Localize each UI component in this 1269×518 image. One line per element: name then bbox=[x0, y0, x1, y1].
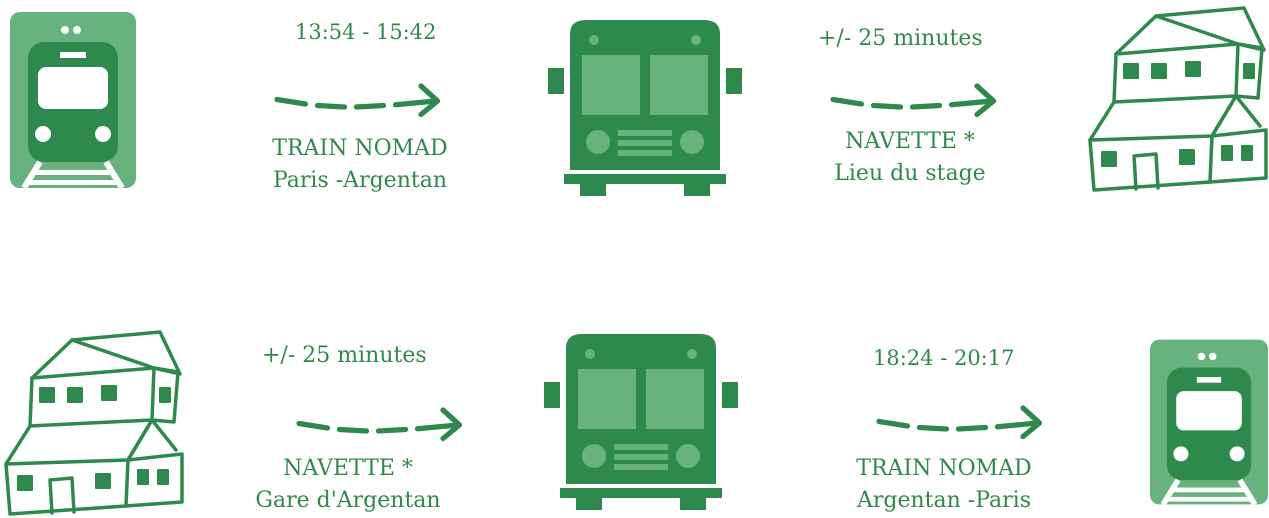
return-shuttle-duration: +/- 25 minutes bbox=[262, 343, 427, 368]
return-shuttle-label: NAVETTE * Gare d'Argentan bbox=[218, 453, 478, 517]
outbound-shuttle-duration: +/- 25 minutes bbox=[818, 26, 983, 51]
train-icon bbox=[10, 12, 136, 188]
return-shuttle-title: NAVETTE * bbox=[283, 456, 413, 481]
outbound-train-time: 13:54 - 15:42 bbox=[295, 20, 437, 44]
outbound-train-route: Paris -Argentan bbox=[272, 168, 447, 193]
outbound-shuttle-destination: Lieu du stage bbox=[834, 161, 986, 186]
dashed-arrow-icon bbox=[270, 410, 490, 440]
outbound-train-label: TRAIN NOMAD Paris -Argentan bbox=[230, 133, 490, 197]
outbound-shuttle-title: NAVETTE * bbox=[845, 129, 975, 154]
dashed-arrow-icon bbox=[804, 86, 1024, 116]
bus-icon bbox=[548, 20, 742, 196]
house-icon bbox=[1086, 6, 1269, 194]
bus-icon bbox=[544, 334, 738, 510]
outbound-train-title: TRAIN NOMAD bbox=[272, 136, 448, 161]
house-icon bbox=[2, 330, 186, 518]
outbound-shuttle-label: NAVETTE * Lieu du stage bbox=[780, 126, 1040, 190]
train-icon bbox=[1150, 334, 1268, 510]
return-shuttle-destination: Gare d'Argentan bbox=[255, 488, 441, 513]
return-train-label: TRAIN NOMAD Argentan -Paris bbox=[814, 453, 1074, 517]
return-train-time: 18:24 - 20:17 bbox=[873, 346, 1015, 370]
dashed-arrow-icon bbox=[248, 86, 468, 116]
return-train-route: Argentan -Paris bbox=[856, 488, 1031, 513]
dashed-arrow-icon bbox=[850, 408, 1070, 438]
return-train-title: TRAIN NOMAD bbox=[856, 456, 1032, 481]
